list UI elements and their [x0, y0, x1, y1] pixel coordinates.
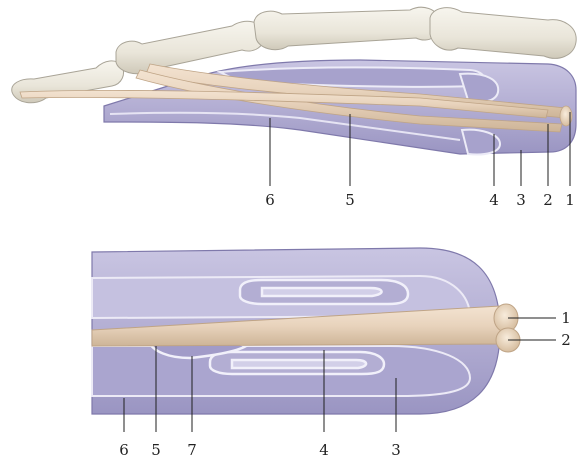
middle-phalanx — [116, 21, 264, 73]
lower-fold-bottom-inner — [232, 360, 366, 368]
lower-figure: 6 5 7 4 3 1 2 — [92, 248, 571, 459]
upper-labels: 6 5 4 3 2 1 — [265, 191, 575, 209]
upper-label-2: 2 — [543, 191, 553, 209]
upper-label-3: 3 — [516, 191, 526, 209]
lower-label-7: 7 — [187, 441, 197, 459]
lower-label-3: 3 — [391, 441, 401, 459]
lower-label-1: 1 — [561, 309, 571, 327]
lower-fold-top-inner — [262, 288, 382, 296]
upper-label-5: 5 — [345, 191, 355, 209]
metacarpal-head — [430, 8, 576, 59]
upper-label-6: 6 — [265, 191, 275, 209]
upper-label-4: 4 — [489, 191, 499, 209]
lower-label-5: 5 — [151, 441, 161, 459]
proximal-phalanx — [254, 7, 440, 49]
lower-label-2: 2 — [561, 331, 571, 349]
lower-label-4: 4 — [319, 441, 329, 459]
upper-label-1: 1 — [565, 191, 575, 209]
upper-figure: 6 5 4 3 2 1 — [12, 7, 576, 209]
lower-label-6: 6 — [119, 441, 129, 459]
